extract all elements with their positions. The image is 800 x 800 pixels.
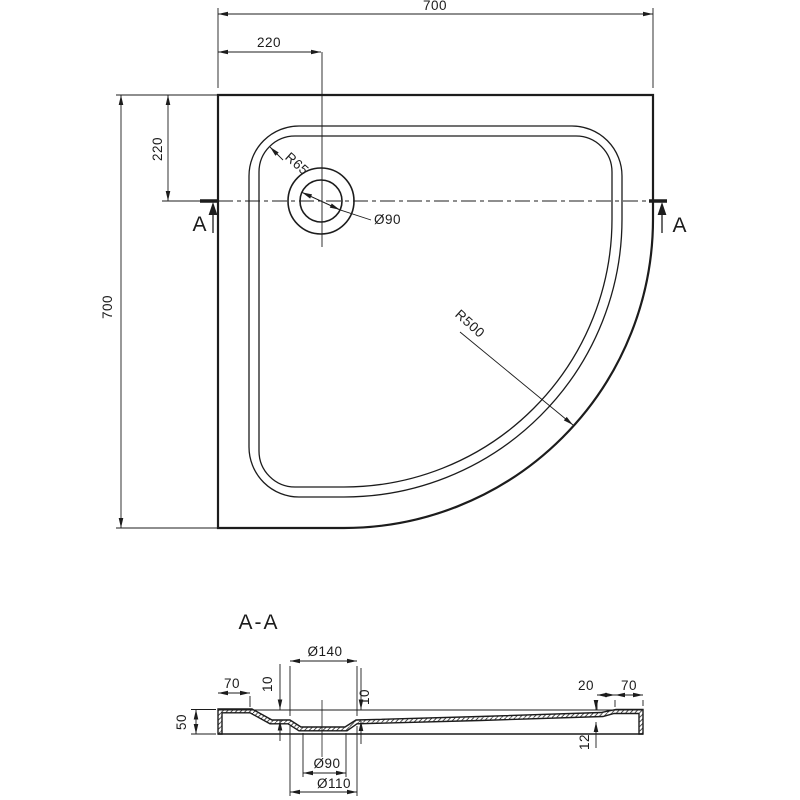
dim-label-recess-bottom: Ø110 [317,776,351,791]
section-view: A-A Ø140 10 10 [174,611,644,796]
section-marker-right-label: A [672,214,687,237]
dim-label-drain-hole: Ø90 [313,756,340,771]
section-marker-left [200,199,218,233]
front-radius-leader [459,331,574,426]
dim-label-rim-left: 70 [224,676,240,691]
dim-step-right [596,692,644,710]
dim-label-drain-offset-x: 220 [257,35,281,50]
dim-label-edge-height: 12 [577,734,592,750]
corner-radius-leader [269,146,284,161]
dim-height-left [191,709,216,735]
dim-label-top-width: 700 [423,0,447,13]
section-title: A-A [238,611,279,634]
section-marker-left-label: A [192,213,207,236]
tray-outer-contour [216,93,655,530]
corner-radius-label: R65 [282,149,312,178]
dim-recess-top [289,658,358,716]
dim-label-depth-right: 10 [357,689,372,705]
dim-rim-left [218,690,251,707]
section-shell-profile [217,708,644,735]
drain-diameter-leader [301,191,372,221]
dim-drain-hole [302,733,347,777]
dim-left-height [116,94,218,529]
dim-label-drain-offset-y: 220 [150,137,165,161]
dim-top-width [217,8,654,88]
dim-label-height-left: 50 [174,714,189,730]
dim-recess-bottom [289,726,358,796]
tray-floor-edge-line [258,135,613,488]
drain-diameter-label: Ø90 [374,212,401,227]
section-marker-right [649,199,667,233]
dim-label-depth-left: 10 [260,676,275,692]
tray-rim-inner-line [248,125,623,498]
top-view: 700 220 700 220 A A [100,0,687,530]
dim-label-step-right: 20 [578,678,594,693]
dim-label-rim-right: 70 [621,678,637,693]
dim-label-left-height: 700 [100,295,115,319]
dim-label-recess-top: Ø140 [307,644,342,659]
front-radius-label: R500 [452,307,488,341]
